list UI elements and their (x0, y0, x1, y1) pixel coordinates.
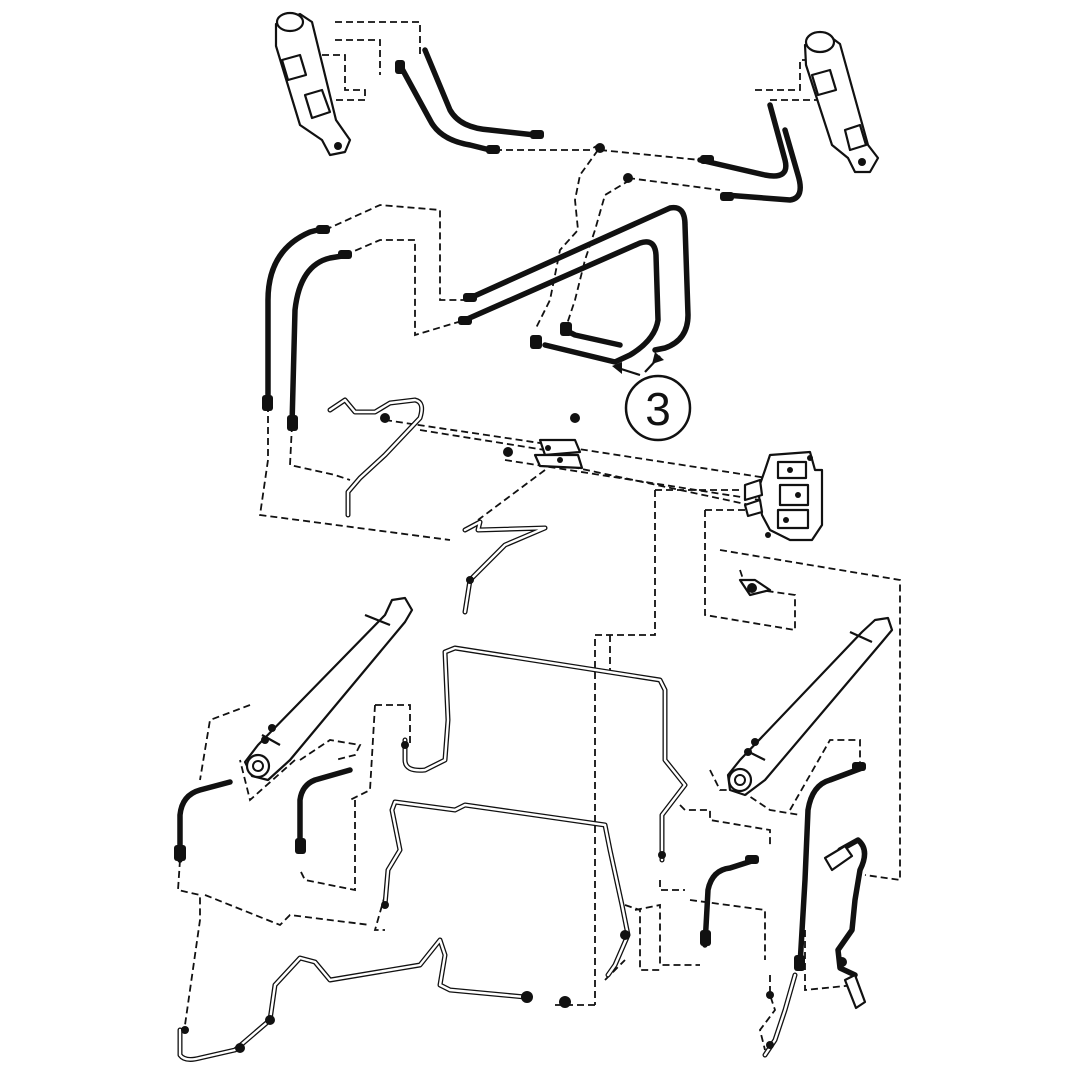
lower-left-cylinder (243, 596, 414, 782)
middle-tubes (327, 397, 584, 615)
lower-tubes (177, 645, 798, 1062)
callout-circle (624, 374, 692, 442)
callout-number: 3 (645, 383, 671, 435)
upper-hoses (395, 47, 803, 203)
small-fitting-right (738, 578, 772, 597)
lower-hoses (174, 762, 866, 971)
control-valve (743, 450, 824, 542)
left-upper-cylinder (274, 11, 352, 157)
right-upper-cylinder (803, 30, 880, 174)
lower-right-cylinder (726, 616, 894, 797)
callout-3: 3 (612, 352, 692, 442)
main-hose-assembly (262, 204, 691, 431)
right-swivel-hose (823, 837, 868, 1010)
